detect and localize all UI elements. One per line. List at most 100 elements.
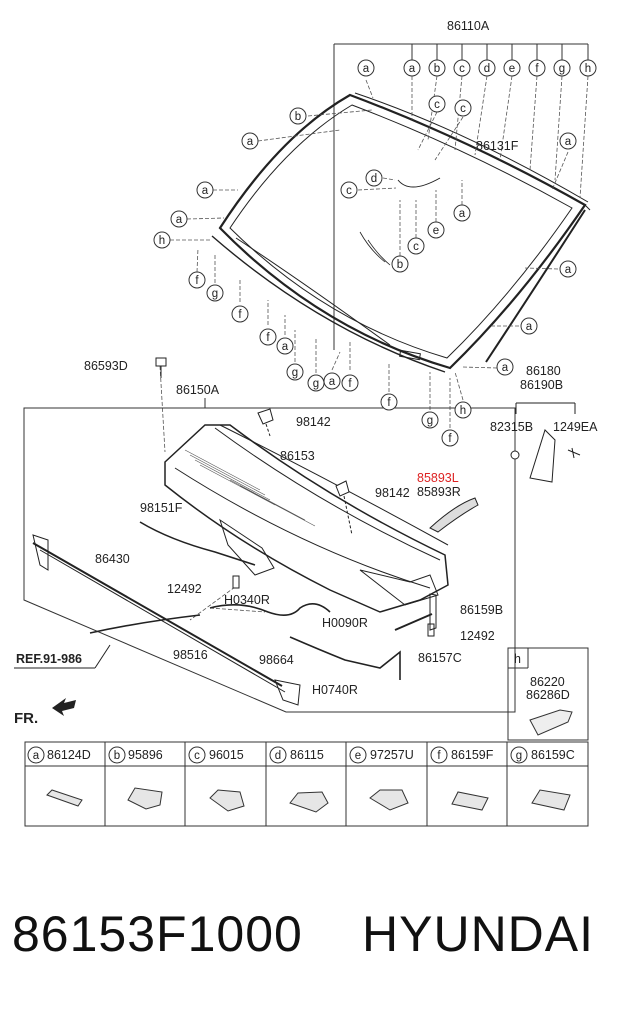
footer: 86153F1000 HYUNDAI [12, 905, 612, 975]
legend-part-e: 97257U [370, 748, 414, 762]
footer-part-number: 86153F1000 [12, 906, 303, 962]
legend-part-c: 96015 [209, 748, 244, 762]
callout-letter-circle [407, 237, 425, 255]
callout-letter: a [459, 208, 466, 220]
callout-letter: b [295, 111, 301, 123]
callout-letter: b [397, 259, 403, 271]
label-inset-letter: h [514, 652, 521, 666]
legend-part-a: 86124D [47, 748, 91, 762]
callout-letter-circle [349, 746, 367, 764]
side-moulding [485, 209, 586, 363]
callout-letter-circle [286, 363, 304, 381]
legend-icon-g [531, 789, 571, 811]
callout-letter-circle [503, 59, 521, 77]
callout-letter-circle [403, 59, 421, 77]
callout-letter: a [33, 750, 40, 762]
callout-letter: f [195, 275, 199, 287]
callout-letter-circle [323, 372, 341, 390]
callout-letter: a [247, 136, 254, 148]
callout-letter-circle [153, 231, 171, 249]
label-glass: 86131F [476, 139, 519, 153]
callout-letter: a [502, 362, 509, 374]
callout-letter-circle [196, 181, 214, 199]
callout-letter-circle [453, 204, 471, 222]
label-screw-upper: 98142 [296, 415, 331, 429]
callout-letter: g [292, 367, 298, 379]
callout-letter: g [212, 288, 218, 300]
label-seal: 86430 [95, 552, 130, 566]
callout-letter: a [282, 341, 289, 353]
callout-letter-circle [241, 132, 259, 150]
label-cowl-assembly: 86150A [176, 383, 220, 397]
cowl-panel [164, 424, 449, 613]
label-side-cover-l: 86180 [526, 364, 561, 378]
callout-letter: g [516, 750, 522, 762]
label-hose-h0340: H0340R [224, 593, 270, 607]
front-arrow-icon [52, 698, 76, 716]
callout-letter: c [459, 63, 465, 75]
callout-letter: h [460, 405, 466, 417]
moulding-85893 [429, 497, 479, 533]
drain-clip-86593D [155, 357, 167, 378]
callout-letter-circle [188, 746, 206, 764]
parts-diagram: aabcdefghbaccaaahdcbceafgffaggaffgfhaaaa… [14, 19, 598, 827]
callout-letter: f [535, 63, 539, 75]
callout-letter: a [176, 214, 183, 226]
callout-letter-circle [496, 358, 514, 376]
legend-part-b: 95896 [128, 748, 163, 762]
callout-letter-circle [454, 99, 472, 117]
callout-letter-circle [259, 328, 277, 346]
callout-letter: f [448, 433, 452, 445]
callout-letter-circle [454, 401, 472, 419]
callout-letter: b [114, 750, 120, 762]
label-hose-h0740: H0740R [312, 683, 358, 697]
callout-letter-circle [357, 59, 375, 77]
callout-letter-circle [269, 746, 287, 764]
callout-letter-circle [520, 317, 538, 335]
label-hose-98516: 98516 [173, 648, 208, 662]
callout-letter-circle [170, 210, 188, 228]
label-bolt-right: 12492 [460, 629, 495, 643]
label-front: FR. [14, 710, 38, 727]
callout-letter: a [565, 136, 572, 148]
callout-letter-circle [428, 59, 446, 77]
legend-part-f: 86159F [451, 748, 494, 762]
callout-letter: f [238, 309, 242, 321]
callout-letter-circle [428, 95, 446, 113]
label-moulding-r: 85893R [417, 485, 461, 499]
label-hose-86157C: 86157C [418, 651, 462, 665]
callout-letter-circle [276, 337, 294, 355]
screw-98142 [257, 408, 353, 536]
callout-letter-circle [289, 107, 307, 125]
callout-letter: b [434, 63, 440, 75]
inset-h-box [507, 647, 589, 741]
callout-letter-circle [478, 59, 496, 77]
hose-98516 [89, 614, 201, 634]
callout-letter: g [559, 63, 565, 75]
legend-part-g: 86159C [531, 748, 575, 762]
callout-letter-circle [27, 746, 45, 764]
callout-letter-circle [108, 746, 126, 764]
callout-letter-circle [553, 59, 571, 77]
callout-letter-circle [559, 132, 577, 150]
windshield-glass [211, 92, 589, 373]
callout-letter-circle [441, 429, 459, 447]
callout-letter: g [427, 415, 433, 427]
label-drain-clip: 86593D [84, 359, 128, 373]
callout-letter-circle [341, 374, 359, 392]
callout-letter-circle [365, 169, 383, 187]
legend-icon-e [369, 789, 409, 811]
callout-letter-circle [430, 746, 448, 764]
callout-letter: a [409, 63, 416, 75]
callout-letter: h [159, 235, 165, 247]
legend-icon-c [209, 789, 245, 812]
label-side-cover-r: 86190B [520, 378, 563, 392]
callout-letter-circle [231, 305, 249, 323]
callout-letter: c [413, 241, 419, 253]
callout-letter: a [565, 264, 572, 276]
legend-part-d: 86115 [290, 748, 324, 762]
callout-letter: c [434, 99, 440, 111]
callout-letter-circle [391, 255, 409, 273]
label-clip: 82315B [490, 420, 533, 434]
callout-letter-circle [421, 411, 439, 429]
